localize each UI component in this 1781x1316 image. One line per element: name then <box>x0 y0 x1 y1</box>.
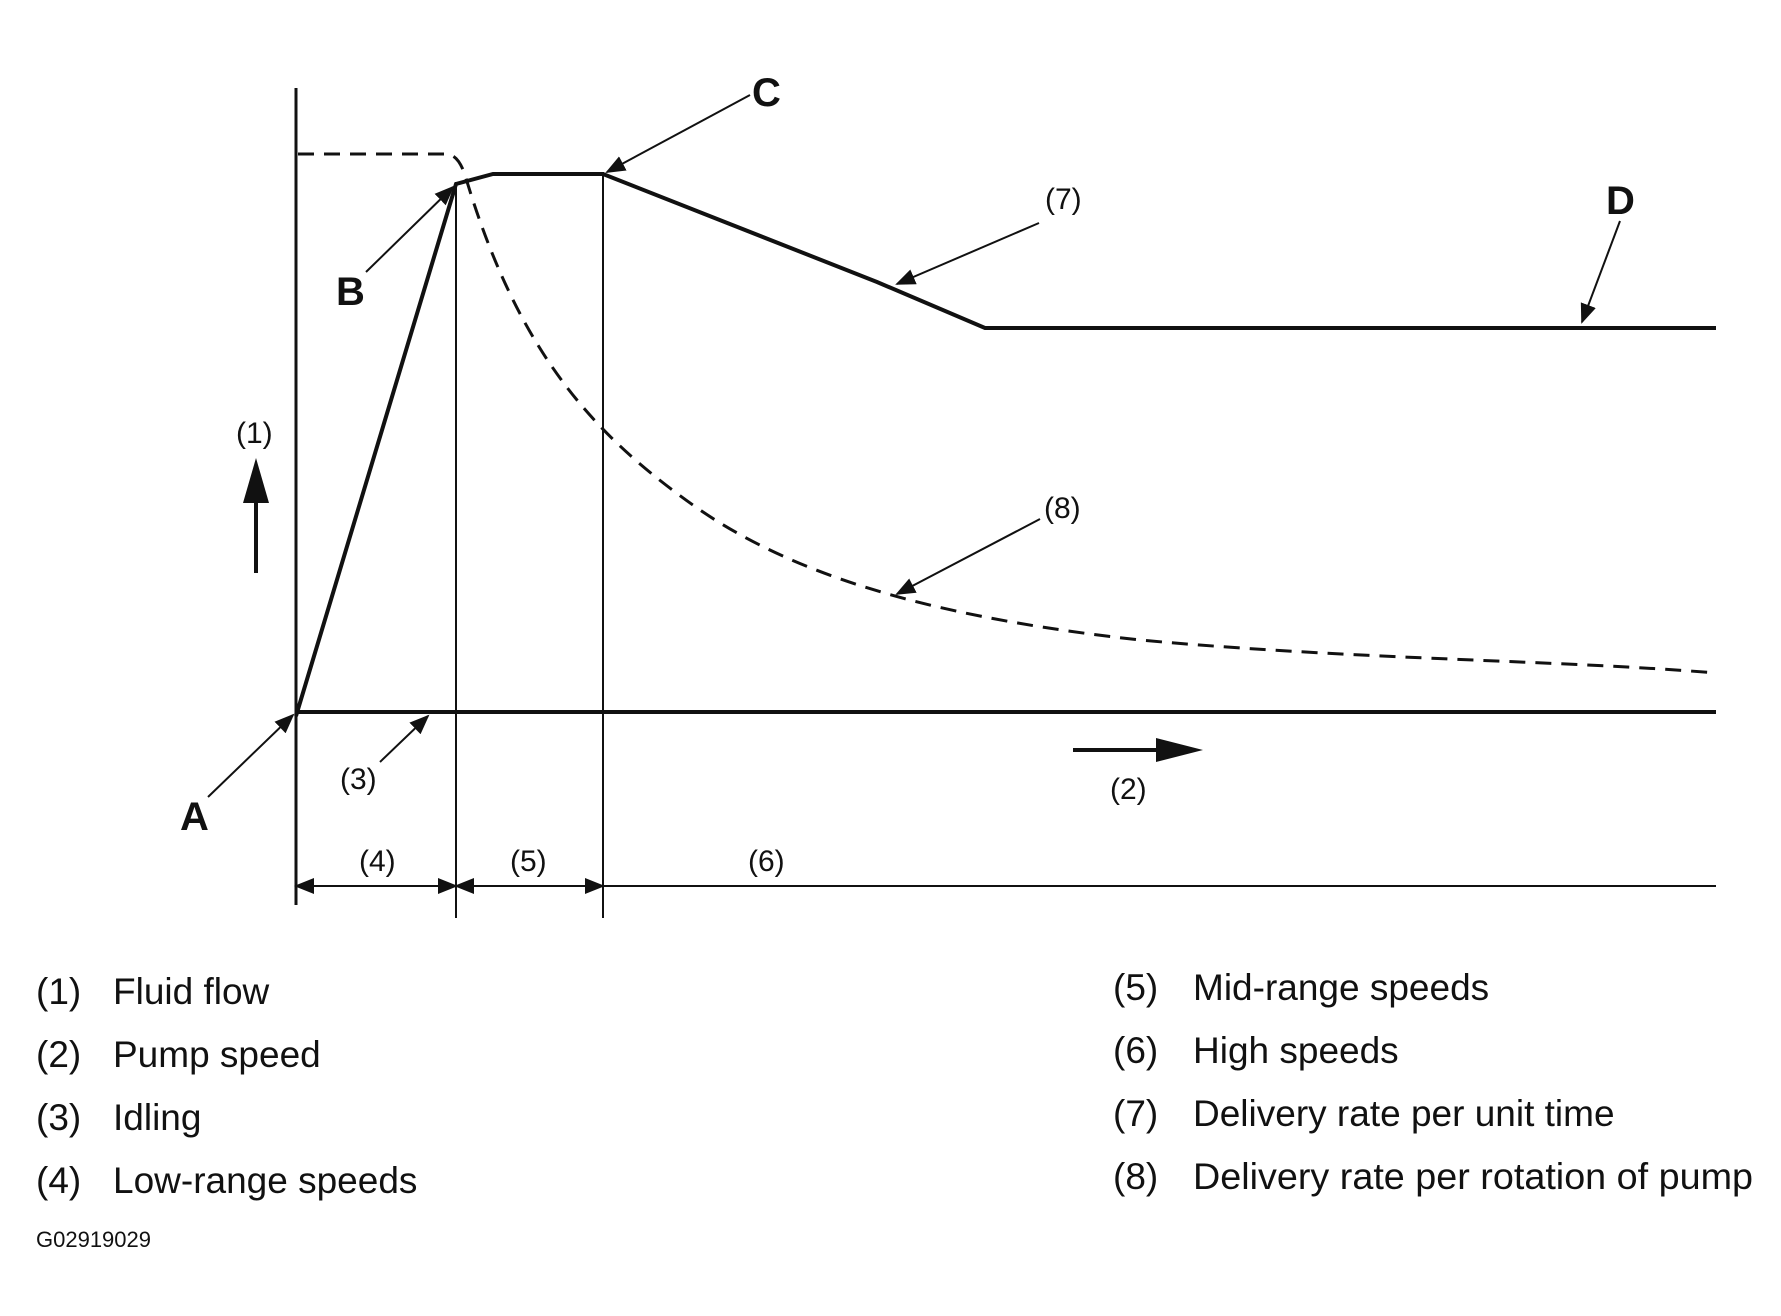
leader-3 <box>379 714 430 763</box>
legend-text: Delivery rate per rotation of pump <box>1193 1156 1753 1197</box>
leader-8 <box>895 518 1041 595</box>
legend-text: Mid-range speeds <box>1193 967 1489 1008</box>
point-b-label: B <box>336 270 365 314</box>
callout-7: (7) <box>1045 183 1082 216</box>
leader-d <box>1580 220 1621 324</box>
leader-c <box>605 94 751 173</box>
legend-num: (7) <box>1113 1093 1158 1134</box>
figure-code: G02919029 <box>36 1227 151 1252</box>
callout-8: (8) <box>1044 492 1081 525</box>
legend-num: (2) <box>36 1034 81 1075</box>
fluid-flow-arrowhead-icon <box>243 458 269 503</box>
legend-num: (1) <box>36 971 81 1012</box>
point-d-label: D <box>1606 179 1635 223</box>
point-c-label: C <box>752 71 781 115</box>
delivery-rate-per-rotation-curve <box>298 152 1717 675</box>
legend-num: (3) <box>36 1097 81 1138</box>
callout-6: (6) <box>748 845 785 878</box>
point-a-label: A <box>180 795 209 839</box>
legend-num: (5) <box>1113 967 1158 1008</box>
delivery-rate-per-unit-time-curve <box>294 172 1716 717</box>
legend-num: (6) <box>1113 1030 1158 1071</box>
callout-3: (3) <box>340 763 377 796</box>
leader-b <box>365 185 455 273</box>
callout-4: (4) <box>359 845 396 878</box>
leader-a <box>207 713 295 798</box>
legend-text: Fluid flow <box>113 971 270 1012</box>
callout-2: (2) <box>1110 773 1147 806</box>
legend-text: High speeds <box>1193 1030 1399 1071</box>
pump-speed-arrowhead-icon <box>1156 738 1203 762</box>
leader-7 <box>895 222 1040 285</box>
legend-num: (8) <box>1113 1156 1158 1197</box>
legend-text: Pump speed <box>113 1034 321 1075</box>
callout-1: (1) <box>236 417 273 450</box>
callout-5: (5) <box>510 845 547 878</box>
legend-text: Idling <box>113 1097 201 1138</box>
legend-num: (4) <box>36 1160 81 1201</box>
legend-text: Delivery rate per unit time <box>1193 1093 1615 1134</box>
legend-text: Low-range speeds <box>113 1160 417 1201</box>
